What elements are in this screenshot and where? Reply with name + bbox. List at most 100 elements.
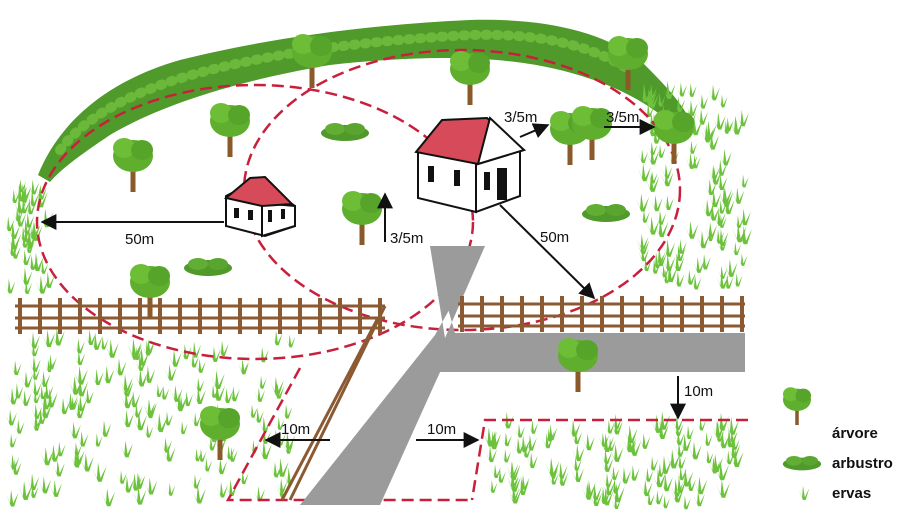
grass-tuft bbox=[215, 458, 228, 475]
large-house bbox=[414, 116, 527, 214]
fence-diagonal bbox=[280, 305, 387, 501]
grass-tuft bbox=[153, 384, 164, 397]
grass-tuft bbox=[189, 341, 202, 358]
tree bbox=[210, 103, 250, 157]
grass-tuft bbox=[91, 368, 104, 386]
grass-tuft bbox=[673, 430, 685, 446]
fence-post bbox=[98, 298, 102, 334]
grass-tuft bbox=[732, 187, 745, 204]
fence-post bbox=[500, 296, 504, 332]
label-road-bottom: 10m bbox=[684, 383, 713, 400]
shrub bbox=[582, 204, 630, 222]
grass-tuft bbox=[27, 179, 40, 195]
grass-tuft bbox=[10, 360, 22, 376]
grass-tuft bbox=[20, 371, 33, 388]
legend-grass-icon bbox=[798, 485, 810, 500]
fence-post bbox=[480, 296, 484, 332]
grass-tuft bbox=[723, 117, 734, 132]
grass-tuft bbox=[738, 208, 751, 226]
grass-tuft bbox=[45, 354, 57, 370]
shrub bbox=[321, 123, 369, 141]
measurement-arrows bbox=[40, 119, 686, 448]
fence-post bbox=[700, 296, 704, 332]
fence-post bbox=[218, 298, 222, 334]
grass-tuft bbox=[92, 462, 107, 482]
grass-tuft bbox=[143, 338, 155, 354]
grass-tuft bbox=[6, 433, 17, 448]
fence-post bbox=[18, 298, 22, 334]
fence-post bbox=[318, 298, 322, 334]
grass-tuft bbox=[688, 441, 702, 460]
grass-tuft bbox=[724, 259, 738, 277]
grass-tuft bbox=[708, 164, 720, 180]
grass-tuft bbox=[571, 444, 585, 462]
grass-tuft bbox=[247, 404, 258, 418]
grass-tuft bbox=[731, 241, 741, 256]
fence-post bbox=[138, 298, 142, 334]
grass-tuft bbox=[101, 488, 115, 507]
grass-tuft bbox=[51, 327, 65, 346]
grass-tuft bbox=[662, 195, 674, 211]
grass-tuft bbox=[680, 495, 691, 510]
grass-tuft bbox=[693, 476, 708, 495]
legend-shrub-label: arbustro bbox=[832, 455, 893, 472]
grass-tuft bbox=[684, 269, 696, 285]
tree bbox=[130, 264, 170, 318]
grass-tuft bbox=[224, 445, 235, 460]
grass-tuft bbox=[696, 108, 708, 125]
grass-tuft bbox=[618, 467, 632, 484]
grass-tuft bbox=[661, 163, 673, 179]
grass-tuft bbox=[54, 441, 66, 457]
grass-tuft bbox=[647, 456, 659, 471]
grass-tuft bbox=[702, 432, 713, 446]
fence-post bbox=[600, 296, 604, 332]
fence-post bbox=[580, 296, 584, 332]
label-house-to-trees: 3/5m bbox=[504, 109, 537, 126]
grass-tuft bbox=[18, 480, 33, 500]
grass-tuft bbox=[729, 448, 744, 468]
grass-tuft bbox=[57, 397, 71, 415]
grass-tuft bbox=[5, 489, 19, 507]
grass-tuft bbox=[113, 358, 127, 376]
grass-tuft bbox=[699, 253, 711, 270]
grass-tuft bbox=[121, 476, 134, 493]
fence-post bbox=[78, 298, 82, 334]
grass-tuft bbox=[732, 273, 743, 287]
grass-tuft bbox=[703, 450, 714, 464]
grass-tuft bbox=[153, 413, 168, 433]
grass-tuft bbox=[12, 383, 24, 399]
grass-tuft bbox=[637, 149, 649, 163]
grass-tuft bbox=[68, 421, 81, 439]
grass-tuft bbox=[192, 485, 206, 504]
grass-tuft bbox=[22, 212, 35, 228]
grass-tuft bbox=[190, 412, 201, 427]
tree bbox=[342, 191, 382, 245]
grass-tuft bbox=[645, 216, 660, 235]
grass-tuft bbox=[144, 477, 158, 495]
grass-tuft bbox=[190, 474, 202, 489]
grass-tuft bbox=[101, 365, 115, 384]
label-height-mid: 3/5m bbox=[390, 230, 423, 247]
label-road-right: 10m bbox=[427, 421, 456, 438]
grass-tuft bbox=[274, 458, 289, 477]
grass-tuft bbox=[35, 275, 49, 294]
fence-post bbox=[358, 298, 362, 334]
grass-tuft bbox=[672, 421, 684, 436]
shrub bbox=[184, 258, 232, 276]
grass-tuft bbox=[652, 490, 664, 505]
grass-tuft bbox=[52, 459, 65, 477]
grass-tuft bbox=[736, 109, 749, 127]
grass-tuft bbox=[272, 383, 285, 399]
grass-tuft bbox=[28, 356, 41, 372]
grass-tuft bbox=[639, 479, 653, 497]
grass-tuft bbox=[655, 210, 667, 225]
grass-tuft bbox=[237, 359, 250, 375]
fence-post bbox=[158, 298, 162, 334]
fence-post bbox=[640, 296, 644, 332]
grass-tuft bbox=[602, 478, 615, 496]
grass-tuft bbox=[120, 409, 134, 428]
grass-tuft bbox=[7, 454, 20, 470]
fence-post bbox=[540, 296, 544, 332]
legend-shrub-icon bbox=[782, 456, 822, 471]
